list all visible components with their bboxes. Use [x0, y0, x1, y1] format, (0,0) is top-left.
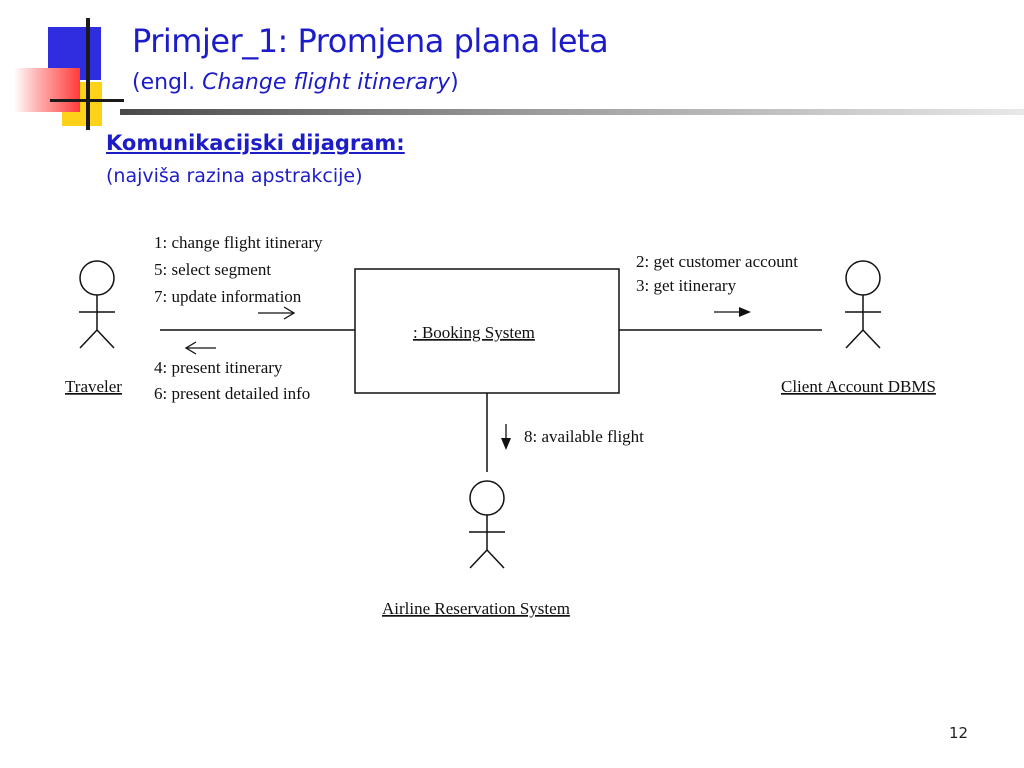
- message-label: 7: update information: [154, 287, 302, 306]
- section-heading: Komunikacijski dijagram:: [106, 131, 405, 155]
- title-underline-bar: [120, 109, 1024, 115]
- client-account-dbms-label: Client Account DBMS: [781, 377, 936, 396]
- message-label: 1: change flight itinerary: [154, 233, 323, 252]
- message-label: 8: available flight: [524, 427, 644, 446]
- traveler-actor-icon: [79, 260, 115, 349]
- arrow-right-open-icon: [258, 306, 296, 320]
- arrow-down-filled-icon: [501, 424, 511, 450]
- booking-system-box: [354, 268, 620, 394]
- airline-reservation-system-actor-icon: [469, 480, 505, 569]
- decor-vertical-line: [86, 18, 90, 130]
- slide-subtitle: (engl. Change flight itinerary): [132, 70, 459, 95]
- subtitle-suffix: ): [450, 70, 459, 95]
- booking-system-label: : Booking System: [413, 323, 535, 342]
- page-number: 12: [949, 724, 969, 742]
- subtitle-prefix: (engl.: [132, 70, 203, 95]
- decor-horizontal-line: [50, 99, 124, 102]
- message-label: 4: present itinerary: [154, 358, 283, 377]
- message-label: 2: get customer account: [636, 252, 798, 271]
- section-note: (najviša razina apstrakcije): [106, 165, 363, 187]
- airline-reservation-system-label: Airline Reservation System: [382, 599, 570, 618]
- slide-title: Primjer_1: Promjena plana leta: [132, 22, 609, 60]
- traveler-label: Traveler: [65, 377, 122, 396]
- arrow-right-filled-icon: [714, 307, 751, 317]
- subtitle-english-term: Change flight itinerary: [202, 70, 451, 95]
- message-label: 6: present detailed info: [154, 384, 310, 403]
- arrow-left-open-icon: [184, 341, 216, 355]
- message-label: 5: select segment: [154, 260, 271, 279]
- message-label: 3: get itinerary: [636, 276, 737, 295]
- client-account-dbms-actor-icon: [845, 260, 881, 349]
- decor-red-gradient: [14, 68, 80, 112]
